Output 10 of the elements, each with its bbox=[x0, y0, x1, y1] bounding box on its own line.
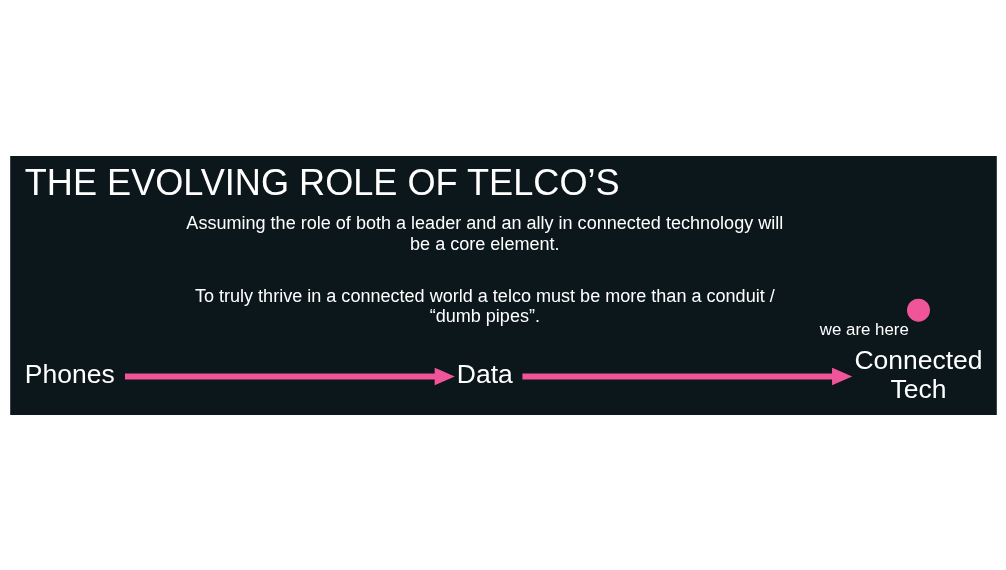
arrow bbox=[521, 367, 852, 385]
node-circle bbox=[906, 298, 930, 322]
arrow bbox=[124, 367, 455, 385]
label: To truly thrive in a connected world a telco must be more than a conduit / “dumb pipes”. bbox=[194, 285, 775, 326]
node-label: we are here bbox=[819, 319, 909, 339]
node-text: Connected Tech bbox=[853, 344, 983, 404]
node-text: Data bbox=[456, 358, 513, 389]
label: Assuming the role of both a leader and an ally in connected technology will be a core element. bbox=[185, 212, 783, 254]
diagram-title: THE EVOLVING ROLE OF TELCO’S bbox=[24, 161, 620, 203]
node-text: Phones bbox=[24, 358, 115, 389]
